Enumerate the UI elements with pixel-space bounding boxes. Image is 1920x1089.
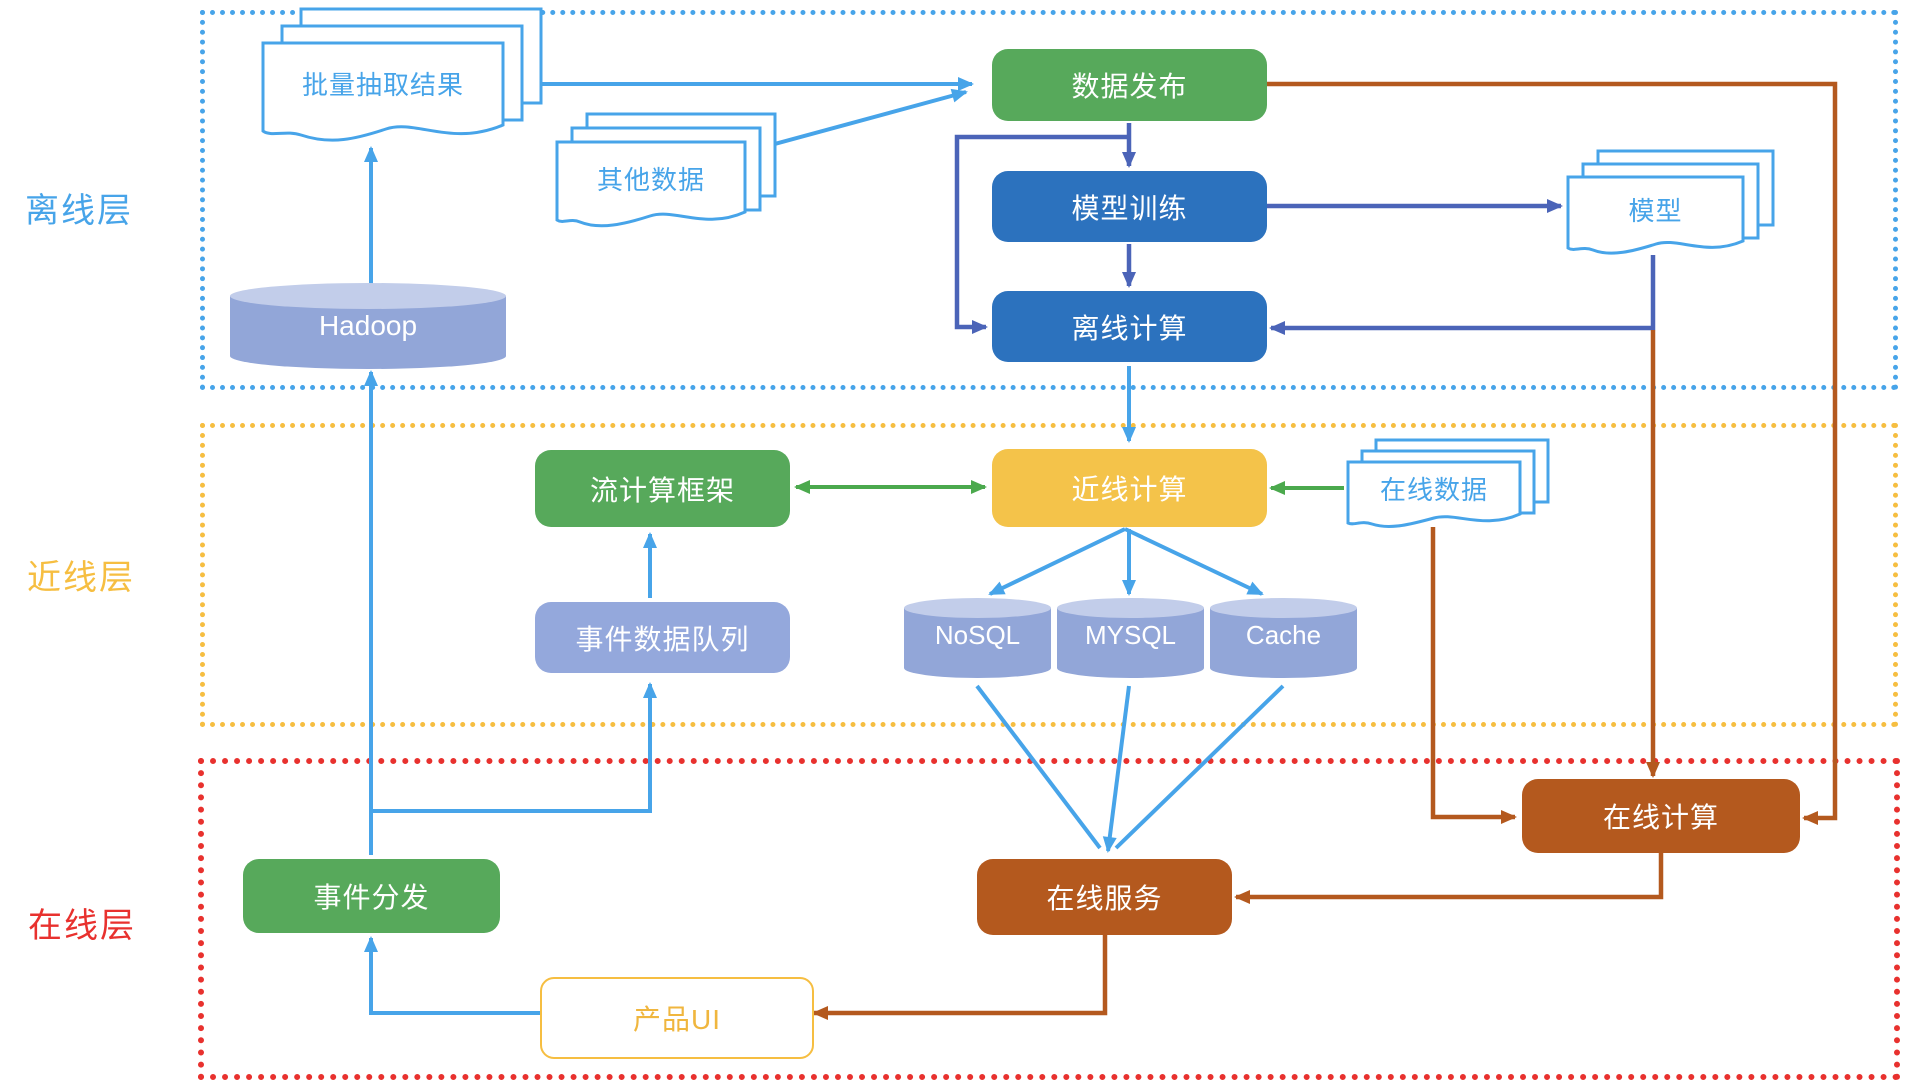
node-event-queue-label: 事件数据队列 xyxy=(575,623,750,655)
node-model-training-label: 模型训练 xyxy=(1071,192,1188,224)
line-nosql-to-online-service xyxy=(975,684,1102,850)
node-event-queue: 事件数据队列 xyxy=(535,602,790,673)
node-batch-extract-doc: 批量抽取结果 xyxy=(261,7,543,145)
node-model-training: 模型训练 xyxy=(992,171,1267,242)
arrow-event-dispatch-branch-to-event-queue xyxy=(371,682,657,813)
node-offline-compute: 离线计算 xyxy=(992,291,1267,362)
node-online-service-label: 在线服务 xyxy=(1046,883,1163,914)
node-cache-label: Cache xyxy=(1245,620,1322,650)
node-data-publish: 数据发布 xyxy=(992,49,1267,121)
nearline-layer-label: 近线层 xyxy=(27,559,135,597)
arrow-mysql-to-online-service xyxy=(1102,685,1131,853)
node-stream-framework: 流计算框架 xyxy=(535,450,790,527)
arrow-online-data-to-online-compute xyxy=(1430,527,1517,824)
offline-layer-label: 离线层 xyxy=(25,192,133,230)
node-cache: Cache xyxy=(1210,598,1357,678)
node-online-service: 在线服务 xyxy=(977,859,1232,935)
node-other-data-doc: 其他数据 xyxy=(555,112,777,231)
arrow-online-compute-to-online-service xyxy=(1234,853,1664,904)
node-event-dispatch: 事件分发 xyxy=(243,859,500,933)
node-nosql: NoSQL xyxy=(904,598,1051,678)
arrow-data-publish-elbow-to-offline-compute xyxy=(954,134,1129,334)
line-cache-to-online-service xyxy=(1114,684,1285,850)
node-batch-extract-label: 批量抽取结果 xyxy=(301,70,464,100)
arrow-online-service-to-product-ui xyxy=(812,935,1108,1020)
node-nearline-compute: 近线计算 xyxy=(992,449,1267,527)
node-nearline-compute-label: 近线计算 xyxy=(1071,474,1188,505)
node-hadoop-label: Hadoop xyxy=(318,310,418,341)
node-online-compute: 在线计算 xyxy=(1522,779,1800,853)
node-online-data-label: 在线数据 xyxy=(1379,475,1488,505)
nearline-layer-border xyxy=(200,423,1898,727)
node-hadoop: [data-name="node-hadoop"]::before{top:-1… xyxy=(230,283,506,369)
node-online-compute-label: 在线计算 xyxy=(1602,802,1719,833)
online-layer-label: 在线层 xyxy=(28,907,136,945)
node-other-data-label: 其他数据 xyxy=(596,165,705,195)
node-product-ui: 产品UI xyxy=(540,977,814,1059)
arrow-data-publish-to-online-compute xyxy=(1267,81,1838,825)
online-layer-border xyxy=(198,758,1900,1080)
node-online-data-doc: 在线数据 xyxy=(1346,438,1550,532)
node-event-dispatch-label: 事件分发 xyxy=(313,882,430,913)
node-model-label: 模型 xyxy=(1628,196,1683,226)
node-mysql-label: MYSQL xyxy=(1084,620,1177,650)
arrow-product-ui-to-event-dispatch xyxy=(364,936,540,1015)
offline-layer-border xyxy=(200,10,1898,390)
arrow-nearline-compute-to-cache xyxy=(1124,527,1264,596)
arrow-model-to-offline-compute xyxy=(1269,255,1656,335)
node-stream-framework-label: 流计算框架 xyxy=(589,474,735,506)
node-nosql-label: NoSQL xyxy=(934,620,1021,650)
node-offline-compute-label: 离线计算 xyxy=(1071,312,1188,344)
arrow-nearline-compute-to-nosql xyxy=(988,527,1126,596)
node-mysql: MYSQL xyxy=(1057,598,1204,678)
node-model-doc: 模型 xyxy=(1566,149,1775,259)
node-product-ui-label: 产品UI xyxy=(632,1004,721,1035)
node-data-publish-label: 数据发布 xyxy=(1071,71,1188,102)
